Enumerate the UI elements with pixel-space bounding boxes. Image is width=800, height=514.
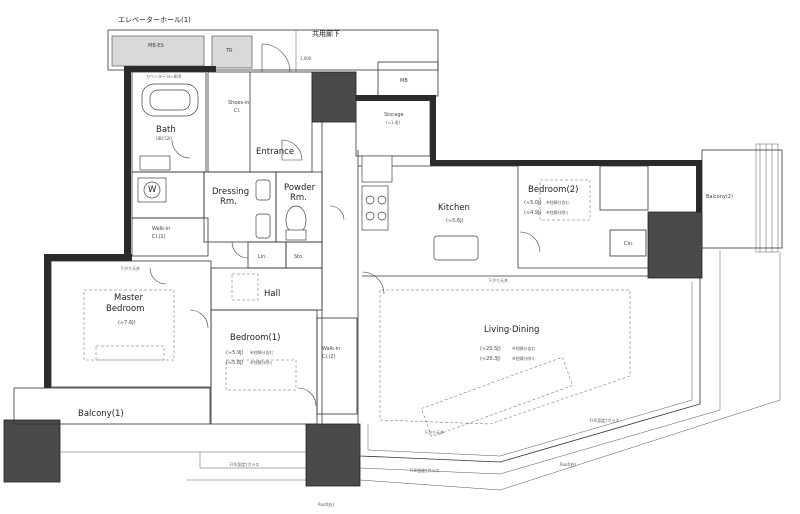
- master-bedroom-label-2: Bedroom: [106, 304, 144, 314]
- ceiling-note-master: 下がり天井: [120, 265, 140, 271]
- doors: [149, 43, 541, 407]
- hall-label: Hall: [264, 289, 280, 299]
- tr-label: TR: [225, 48, 233, 54]
- bedroom2-area-a-note: ※柱脚分含む: [546, 199, 569, 205]
- bedroom1-area-b: (≈5.8J): [226, 360, 244, 366]
- fix-glass-label-2: FIX(固定)ガラス: [410, 467, 439, 473]
- bedroom1-area-a-note: ※柱脚分含む: [250, 349, 273, 355]
- balcony1-label: Balcony(1): [78, 409, 124, 419]
- roof-right-label: Roof(庇): [560, 461, 576, 467]
- storage-size-label: (≈1.4J): [386, 120, 400, 125]
- column-top: [311, 71, 357, 123]
- living-area-b: (≈20.3J): [480, 356, 501, 362]
- column-right: [647, 211, 703, 279]
- bedroom1-label: Bedroom(1): [230, 333, 281, 343]
- bath-size-label: UB1520: [156, 136, 172, 141]
- living-dining-label: Living·Dining: [484, 325, 539, 335]
- bedroom1-area-a: (≈5.9J): [226, 350, 244, 356]
- entrance-label: Entrance: [256, 147, 294, 157]
- sto-label: Sto.: [294, 254, 304, 260]
- mb-es-label: MB·ES: [148, 43, 164, 49]
- fix-glass-label-3: FIX(固定)ガラス: [590, 417, 619, 423]
- elevator-hall: MB·ES エレベーターホール(1) 共用廊下 1,000: [107, 15, 439, 72]
- bath-label: Bath: [156, 125, 176, 135]
- powder-label: Powder: [284, 183, 316, 193]
- mb-label: MB: [400, 78, 408, 84]
- living-area-a: (≈20.5J): [480, 346, 501, 352]
- mb-closet: MB: [377, 61, 439, 97]
- fix-glass-label-1: FIX(固定)ガラス: [230, 461, 259, 467]
- living-area-b-note: ※柱脚分除く: [512, 355, 535, 361]
- powder-label-2: Rm.: [290, 193, 307, 203]
- kitchen-fixtures: [361, 155, 479, 261]
- walkin1-label-2: Cl.(1): [152, 234, 166, 240]
- walkin1-label: Walk-in: [152, 226, 170, 232]
- walkin2-label-2: Cl.(2): [322, 354, 336, 360]
- washer: [137, 177, 167, 203]
- tr-box: TR: [211, 35, 253, 69]
- bath-fixtures: [139, 83, 199, 171]
- bedroom2-area-b-note: ※柱脚分除く: [546, 209, 569, 215]
- balcony2-label: Balcony(2): [706, 194, 733, 200]
- elevator-hall-label: エレベーターホール(1): [118, 15, 191, 24]
- shoes-in-label-2: Cl.: [234, 108, 241, 114]
- shoes-in-label: Shoes-in: [228, 100, 249, 106]
- dressing-label: Dressing: [212, 187, 249, 197]
- interior-partitions: [13, 71, 783, 453]
- roof-bottom-label: Roof(庇): [318, 501, 334, 507]
- dressing-label-2: Rm.: [220, 197, 237, 207]
- storage-label: Storage: [384, 112, 404, 118]
- common-corridor-label: 共用廊下: [312, 29, 340, 38]
- furniture-outlines: [83, 179, 591, 438]
- bedroom1-area-b-note: ※柱脚分除く: [250, 359, 273, 365]
- living-glazing: [186, 250, 781, 491]
- ceiling-note-living-bottom: 下がり天井: [424, 429, 444, 435]
- walkin2-label: Walk-in: [322, 346, 340, 352]
- bedroom2-label: Bedroom(2): [528, 185, 579, 195]
- master-bedroom-label: Master: [114, 293, 144, 303]
- lin-label: Lin.: [258, 254, 267, 260]
- cln-label: Cln.: [624, 241, 634, 247]
- kitchen-label: Kitchen: [438, 203, 470, 213]
- kitchen-size-label: (≈5.6J): [446, 218, 464, 224]
- washer-label: W: [148, 185, 157, 195]
- powder-fixtures: [255, 179, 307, 241]
- counter-label: カウンター H=800: [146, 73, 182, 79]
- master-bedroom-size: (≈7.6J): [118, 320, 136, 326]
- bedroom2-area-b: (≈4.9J): [524, 210, 542, 216]
- ceiling-note-living: 下がり天井: [488, 277, 508, 283]
- bedroom2-area-a: (≈5.0J): [524, 200, 542, 206]
- dim-1000-label: 1,000: [300, 56, 312, 61]
- living-area-a-note: ※柱脚分含む: [512, 345, 535, 351]
- column-bottom-left: [3, 419, 61, 483]
- column-bottom-center: [305, 423, 361, 487]
